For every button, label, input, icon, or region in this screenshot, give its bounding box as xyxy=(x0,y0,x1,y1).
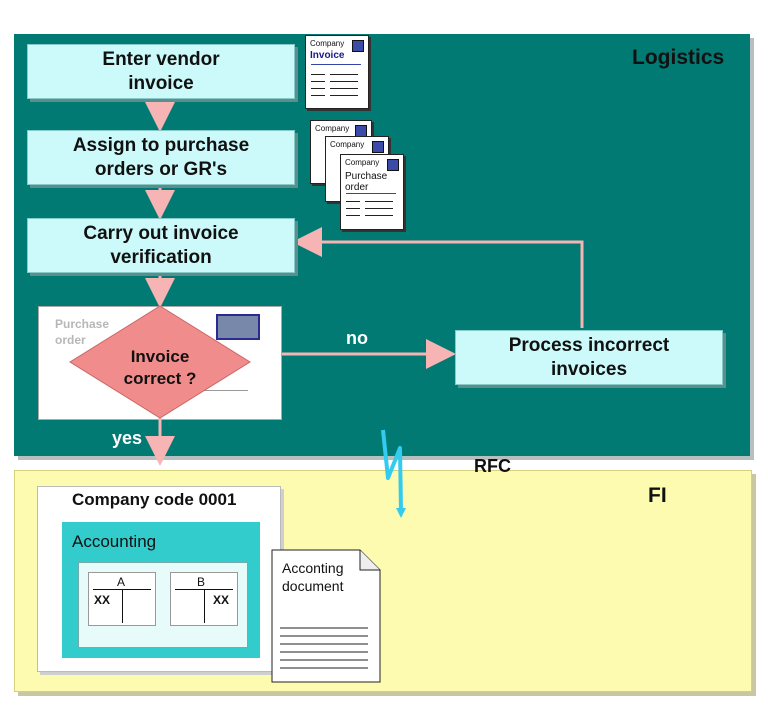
t-account-a-letter: A xyxy=(117,575,126,589)
t-account-b-letter: B xyxy=(197,575,206,589)
t-account-b-entry: XX xyxy=(213,593,230,607)
invoice-doc-logo-icon xyxy=(352,40,364,52)
invoice-doc-title: Invoice xyxy=(310,50,345,61)
company-code-title: Company code 0001 xyxy=(72,490,237,509)
po-doc-logo-icon xyxy=(387,159,399,171)
po-document-front-icon: Company Purchase order xyxy=(340,154,404,230)
step-carry-out-verification: Carry out invoice verification xyxy=(27,218,295,273)
accounting-document-label: Acconting document xyxy=(282,560,344,594)
po-doc-title-line2: order xyxy=(345,182,369,193)
step-enter-vendor-invoice: Enter vendor invoice xyxy=(27,44,295,99)
t-account-a: A XX xyxy=(88,572,156,626)
logistics-title: Logistics xyxy=(632,46,725,69)
label-no: no xyxy=(346,328,368,348)
invoice-doc-company: Company xyxy=(310,39,345,48)
po-doc-company: Company xyxy=(345,158,380,167)
invoice-document-icon: Company Invoice xyxy=(305,35,369,109)
t-account-b: B XX xyxy=(170,572,238,626)
decision-label: Invoice correct ? xyxy=(123,347,197,388)
label-yes: yes xyxy=(112,428,143,448)
rfc-bolt-icon xyxy=(381,429,403,513)
step-assign-purchase-orders: Assign to purchase orders or GR's xyxy=(27,130,295,185)
po-doc-title-line1: Purchase xyxy=(345,171,388,182)
rfc-bolt-tip xyxy=(396,508,406,518)
step-process-incorrect-invoices: Process incorrect invoices xyxy=(455,330,723,385)
purchase-order-card-icon xyxy=(216,314,260,340)
arrow-loop-back xyxy=(292,227,584,328)
purchase-order-card-text: Purchase order xyxy=(55,317,110,347)
accounting-title: Accounting xyxy=(72,532,157,551)
purchase-order-card-line xyxy=(200,390,248,391)
fi-title: FI xyxy=(648,484,667,507)
accounting-document-icon xyxy=(271,549,381,683)
rfc-label: RFC xyxy=(474,456,511,476)
decision-diamond xyxy=(69,305,251,419)
t-account-a-entry: XX xyxy=(94,593,111,607)
